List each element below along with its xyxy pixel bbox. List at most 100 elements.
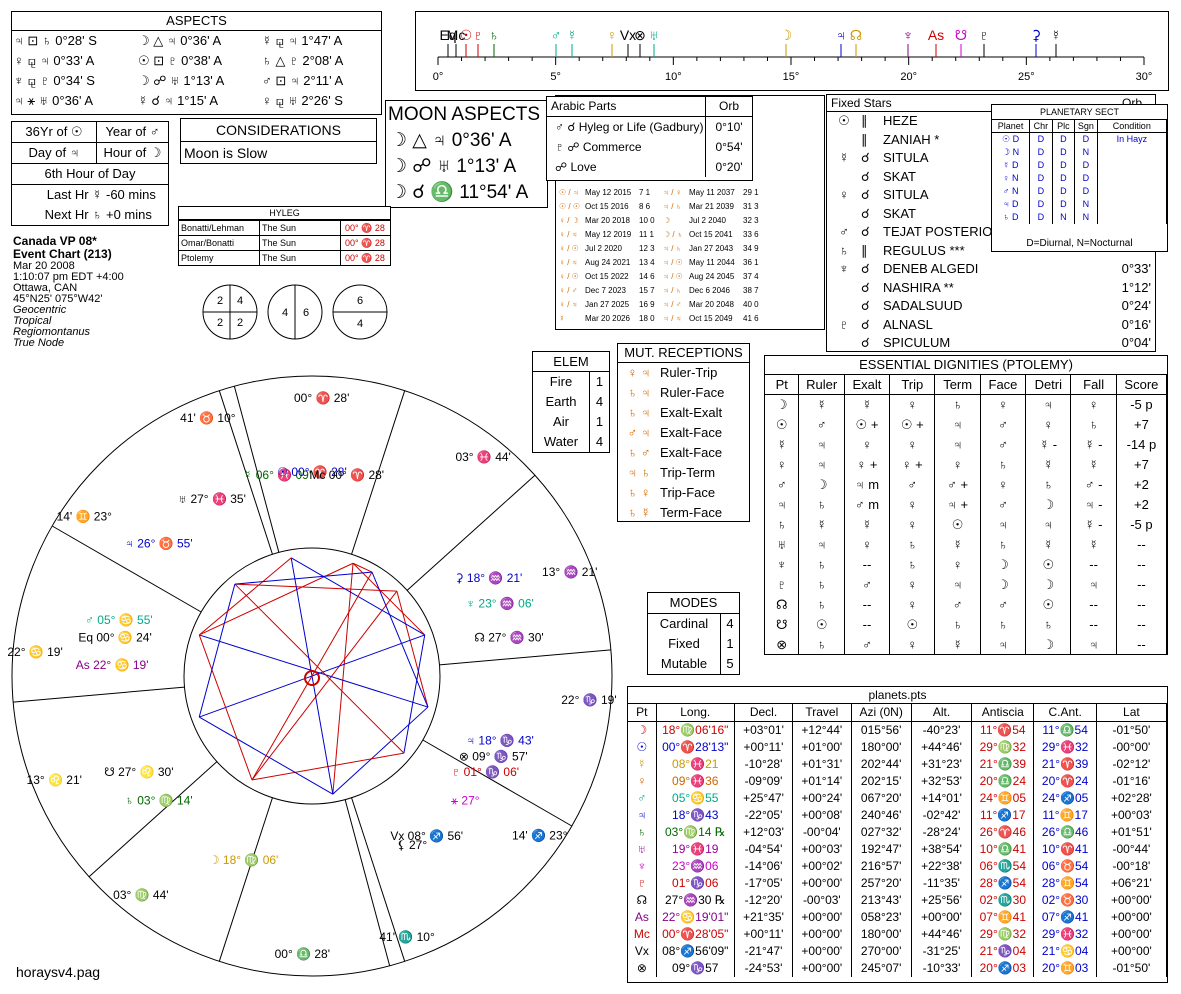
dignities-cell: ☿: [799, 395, 845, 415]
direction-cell: Oct 15 2041: [689, 230, 733, 239]
chart-wheel: 00° ♈ 28'03° ♓ 44'13° ♒ 21'22° ♑ 19'14' …: [7, 375, 617, 977]
arabic-parts-title: Arabic Parts: [551, 99, 617, 113]
element-count: 1: [595, 414, 604, 429]
sect-cell: ♀ N: [992, 172, 1031, 185]
aspect-cell: ☿ ⚼ ♃ 1°47' A: [262, 33, 343, 48]
planet-label: ☽ 18° ♍ 06': [209, 853, 279, 867]
planets-cell: ♄: [628, 824, 657, 841]
planets-header-cell: Alt.: [912, 704, 973, 721]
aspect-cell: ♃ ⚹ ♅ 0°36' A: [14, 93, 94, 108]
planets-row: ♃18°♑43-22°05'+00°08'240°46'-02°42'11°♐1…: [628, 807, 1167, 824]
planets-cell: 202°15': [852, 773, 912, 790]
aspect-line: [198, 557, 292, 636]
planets-cell: ♃: [628, 807, 657, 824]
house-cusp-line: [422, 739, 573, 827]
planets-cell: 18°♍06'16": [657, 722, 735, 739]
mutual-planets: ♄ ♂: [627, 445, 651, 460]
dignities-header-cell: Ruler: [799, 375, 845, 394]
sect-header-cell: Chr: [1030, 120, 1053, 132]
mutual-type: Ruler-Trip: [660, 365, 718, 380]
planets-cell: -28°24': [912, 824, 973, 841]
planets-cell: -31°25': [912, 943, 973, 960]
dignities-cell: ♃ +: [935, 495, 981, 515]
dignities-header-cell: Detri: [1026, 375, 1072, 394]
dignities-cell: -5 p: [1117, 515, 1168, 535]
planets-cell: 09°♓36: [657, 773, 735, 790]
planets-cell: -09°09': [735, 773, 794, 790]
planets-cell: -01°16': [1097, 773, 1167, 790]
aspect-line: [234, 571, 373, 585]
dignities-cell: ♃: [935, 575, 981, 595]
dignities-cell: --: [1071, 555, 1117, 575]
star-name: SKAT: [883, 205, 916, 221]
dignities-cell: ♀: [981, 475, 1027, 495]
star-planet: ♆: [839, 261, 849, 276]
dignities-cell: ♃ -: [1071, 495, 1117, 515]
sect-cell: D: [1053, 146, 1076, 159]
dignities-cell: ♂: [981, 595, 1027, 615]
planets-cell: +00°02': [793, 858, 852, 875]
direction-cell: 11 1: [639, 230, 654, 239]
star-planet: [827, 334, 861, 353]
star-planet: ♀: [839, 187, 849, 202]
dignities-cell: ☉ +: [845, 415, 891, 435]
aspect-cell: ♀ ⚼ ♅ 2°26' S: [262, 93, 343, 108]
arabic-parts-orb-header: Orb: [705, 97, 752, 116]
star-name: NASHIRA **: [883, 279, 954, 295]
direction-cell: ♀ / ☉: [559, 272, 579, 281]
fixed-star-row: ♂☌TEJAT POSTERIOR: [827, 223, 1155, 242]
house-cusp-line: [344, 799, 391, 966]
planets-row: ♄03°♍14 ℞+12°03'-00°04'027°32'-28°24'26°…: [628, 824, 1167, 841]
house-cusp-line: [218, 797, 273, 962]
planets-cell: 23°♒06: [657, 858, 735, 875]
mutual-planets: ♄ ♃: [627, 385, 651, 400]
direction-cell: 34 9: [743, 244, 759, 253]
fixed-star-row: ☉∥HEZE: [827, 112, 1155, 131]
year-of-sun: 36Yr of ☉: [12, 122, 97, 142]
planets-cell: ☊: [628, 892, 657, 909]
mutual-type: Ruler-Face: [660, 385, 725, 400]
arabic-part-orb: 0°10': [705, 117, 752, 137]
planets-cell: 19°♓19: [657, 841, 735, 858]
dignities-cell: ♄: [1026, 615, 1072, 635]
dignities-cell: ☽: [1026, 635, 1072, 655]
sect-cell: D: [1053, 159, 1076, 172]
star-planet: [827, 131, 861, 150]
quadrant-circle-1: 2 4 2 2: [202, 284, 258, 340]
planets-cell: 058°23': [852, 909, 912, 926]
aspect-cell: ☉ ⊡ ♇ 0°38' A: [138, 53, 223, 68]
dignities-cell: ♂: [799, 415, 845, 435]
strip-glyph: ⊗: [634, 27, 646, 43]
hyleg-position: 00° ♈ 28: [345, 223, 385, 233]
planet-label: ☉ 00° ♈ 28': [277, 465, 347, 479]
dignities-cell: ♂ -: [1071, 475, 1117, 495]
dignities-cell: ♄: [981, 455, 1027, 475]
house-cusp-line: [51, 525, 202, 613]
mutual-row: ♃ ♄Trip-Term: [618, 463, 749, 483]
sect-footer: D=Diurnal, N=Nocturnal: [1026, 238, 1133, 249]
star-name: SKAT: [883, 168, 916, 184]
sect-header-cell: Planet: [992, 120, 1031, 132]
chart-date: Mar 20 2008: [13, 260, 75, 272]
star-name: TEJAT POSTERIOR: [883, 224, 1002, 239]
dignities-header-cell: Face: [981, 375, 1027, 394]
planets-cell: 06°♏54: [972, 858, 1035, 875]
planet-label: ♃ 26° ♉ 55': [125, 536, 193, 550]
direction-cell: ♃ / ♄: [663, 202, 682, 211]
sect-cell: D: [1030, 133, 1053, 146]
planets-header-cell: Decl.: [735, 704, 794, 721]
dignities-cell: ♄: [981, 535, 1027, 555]
chart-name: Canada VP 08*: [13, 234, 97, 248]
dignities-cell: ♃: [981, 515, 1027, 535]
mutual-row: ♄ ☿Term-Face: [618, 503, 749, 523]
planet-label: ♅ 27° ♓ 35': [178, 492, 246, 506]
direction-cell: May 12 2015: [585, 188, 632, 197]
star-name: SITULA: [883, 150, 929, 165]
